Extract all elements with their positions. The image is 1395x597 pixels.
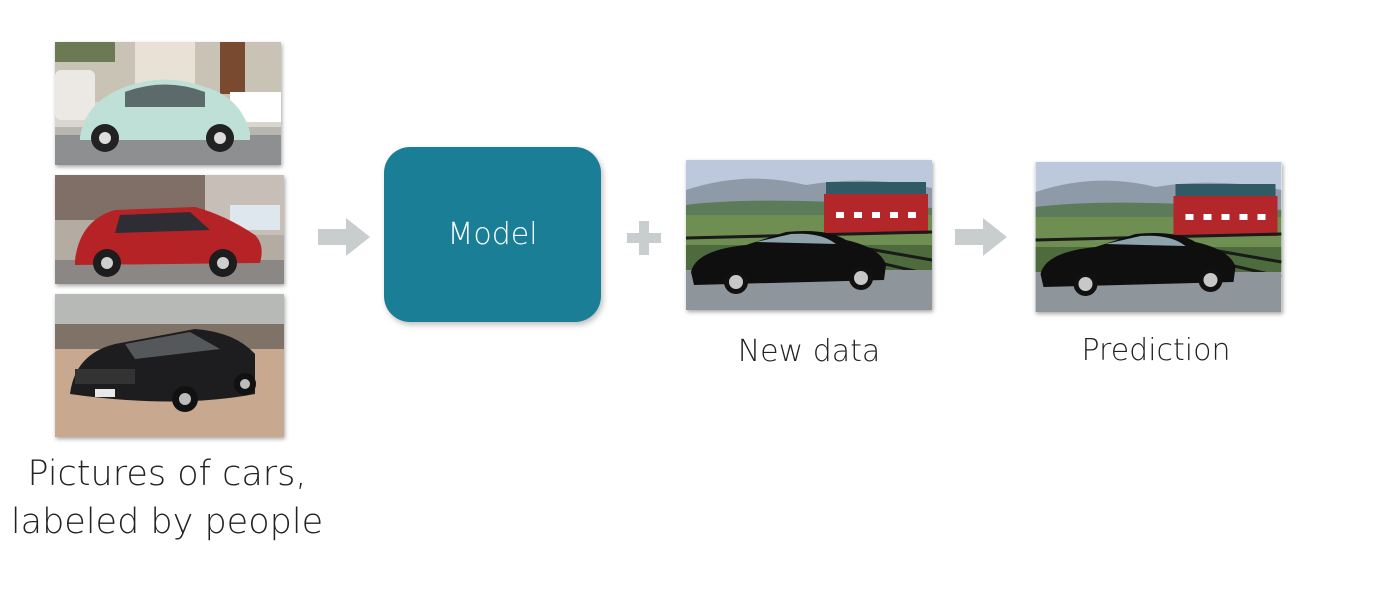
car-photo-icon bbox=[686, 160, 932, 310]
training-image-red-suv bbox=[55, 175, 284, 284]
model-box: Model bbox=[384, 147, 601, 322]
prediction-image bbox=[1035, 162, 1282, 312]
new-data-image bbox=[686, 160, 932, 310]
car-photo-icon bbox=[55, 42, 281, 165]
new-data-label: New data bbox=[737, 334, 881, 369]
car-photo-icon bbox=[55, 175, 284, 284]
plus-icon bbox=[627, 221, 661, 255]
training-caption: Pictures of cars, labeled by people bbox=[0, 450, 334, 546]
car-photo-icon bbox=[55, 294, 284, 437]
right-arrow-icon bbox=[955, 218, 1007, 256]
car-photo-icon bbox=[1035, 162, 1282, 312]
training-image-vintage-car bbox=[55, 42, 281, 165]
model-label: Model bbox=[447, 217, 538, 252]
training-caption-line1: Pictures of cars, bbox=[27, 454, 307, 494]
right-arrow-icon bbox=[318, 218, 370, 256]
prediction-label: Prediction bbox=[1081, 333, 1231, 368]
training-image-black-coupe bbox=[55, 294, 284, 437]
training-caption-line2: labeled by people bbox=[10, 502, 324, 542]
